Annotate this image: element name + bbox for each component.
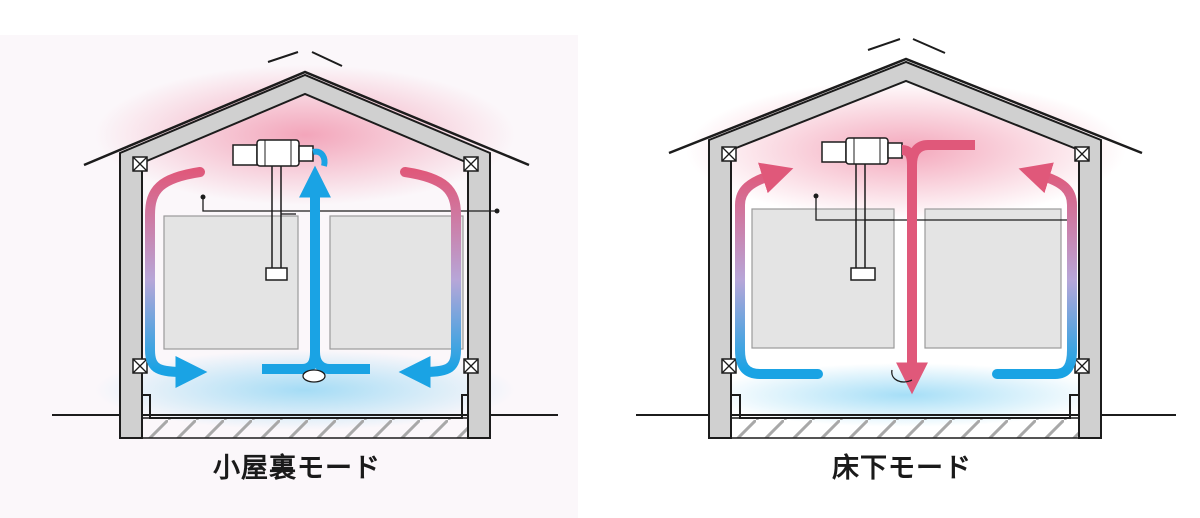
ventilation-unit-icon [821,137,903,165]
airflow-floor-right [310,351,370,374]
floor-fan [891,369,913,383]
roof-outline [668,57,1143,155]
square-x-vent-icon [132,358,148,374]
ridge-cap [867,38,901,51]
airflow-unit-outlet [901,145,917,166]
ridge-cap [267,51,299,63]
airflow-unit-intake [312,148,328,167]
control-wire [815,196,1071,221]
controller-icon [850,267,876,281]
controller-icon [265,267,288,281]
duct [855,155,866,268]
room-right [924,208,1062,349]
room-right [329,215,464,350]
square-x-vent-icon [463,358,479,374]
ventilation-unit-icon [232,139,314,167]
square-x-vent-icon [463,156,479,172]
square-x-vent-icon [1074,146,1090,162]
foundation [121,417,491,439]
airflow-left-loop [735,162,823,379]
square-x-vent-icon [1074,358,1090,374]
control-wire [202,197,497,212]
airflow-right-loop [398,167,461,388]
airflow-right-loop [992,162,1077,379]
house-attic-mode [0,35,578,518]
floor-line [731,394,1079,419]
caption-attic-mode: 小屋裏モード [213,453,381,484]
foundation [710,417,1102,439]
ridge-cap [912,38,946,54]
square-x-vent-icon [721,358,737,374]
room-left [163,215,299,350]
floor-fan [302,369,326,383]
sensor-dot [494,208,500,214]
roof-outline [83,70,530,167]
floor-line [142,394,468,419]
airflow-left-loop [145,167,208,388]
square-x-vent-icon [721,146,737,162]
sensor-dot [200,194,206,200]
sensor-dot [813,193,819,199]
ridge-cap [311,51,343,67]
caption-underfloor-mode: 床下モード [832,453,972,484]
square-x-vent-icon [132,156,148,172]
house-underfloor-mode [636,38,1176,439]
